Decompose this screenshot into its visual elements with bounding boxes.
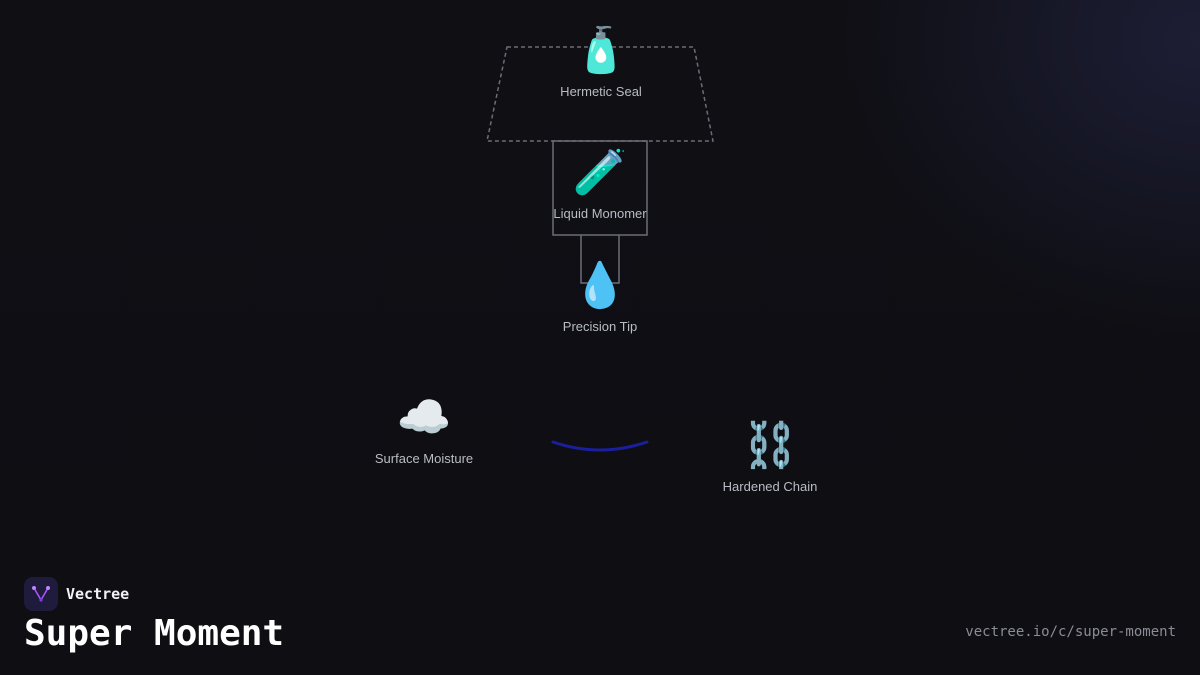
tip-nozzle-outline	[580, 235, 620, 284]
lotion-bottle-icon: 🧴	[573, 25, 629, 76]
test-tube-icon: 🧪	[572, 147, 628, 198]
page-title: Super Moment	[24, 613, 285, 654]
node-label: Surface Moisture	[374, 451, 474, 466]
monomer-body-outline	[552, 140, 648, 236]
cloud-icon: ☁️	[396, 392, 452, 443]
node-surface-moisture: ☁️ Surface Moisture	[374, 392, 474, 467]
chains-icon: ⛓️	[742, 420, 798, 471]
brand: Vectree	[24, 577, 129, 611]
brand-name: Vectree	[66, 585, 130, 603]
node-label: Liquid Monomer	[553, 206, 647, 221]
seal-cap-outline	[486, 46, 714, 142]
node-label: Precision Tip	[562, 319, 638, 334]
node-liquid-monomer: 🧪 Liquid Monomer	[553, 147, 647, 222]
node-precision-tip: 💧 Precision Tip	[562, 260, 638, 335]
vectree-logo-icon	[24, 577, 58, 611]
node-label: Hermetic Seal	[560, 84, 642, 99]
source-url: vectree.io/c/super-moment	[965, 624, 1176, 640]
node-hermetic-seal: 🧴 Hermetic Seal	[560, 25, 642, 100]
node-label: Hardened Chain	[722, 479, 818, 494]
droplet-icon: 💧	[572, 260, 628, 311]
bond-curve	[551, 440, 649, 452]
node-hardened-chain: ⛓️ Hardened Chain	[722, 420, 818, 495]
